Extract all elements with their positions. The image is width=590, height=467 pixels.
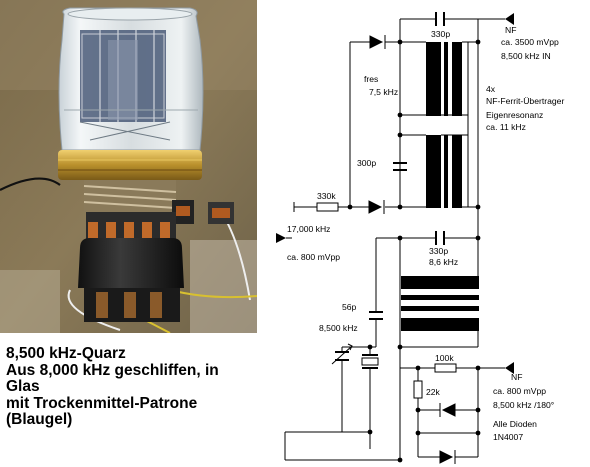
label-fres: fres (364, 74, 378, 84)
photo-caption: 8,500 kHz-Quarz Aus 8,000 kHz geschliffe… (6, 345, 256, 429)
lower-transformer (401, 276, 479, 331)
label-eigen: Eigenresonanz (486, 110, 543, 120)
caption-line-2: Aus 8,000 kHz geschliffen, in (6, 361, 219, 379)
label-transformer: NF-Ferrit-Übertrager (486, 96, 564, 106)
label-freq-out: 8,500 kHz /180° (493, 400, 554, 410)
label-res-22k: 22k (426, 387, 441, 397)
label-nf-top: NF (505, 25, 516, 35)
label-freq-86: 8,6 kHz (429, 257, 458, 267)
label-cap-top: 330p (431, 29, 450, 39)
label-amp-800-right: ca. 800 mVpp (493, 386, 546, 396)
caption-line-4: mit Trockenmittel-Patrone (6, 394, 198, 412)
label-amp-800-left: ca. 800 mVpp (287, 252, 340, 262)
quartz-crystal-symbol (361, 354, 379, 369)
label-res-330k: 330k (317, 191, 336, 201)
label-freq-17: 17,000 kHz (287, 224, 330, 234)
label-cap-mid: 330p (429, 246, 448, 256)
caption-line-3: Glas (6, 378, 40, 396)
label-amp-top: ca. 3500 mVpp (501, 37, 559, 47)
label-nf-bottom: NF (511, 372, 522, 382)
label-count: 4x (486, 84, 496, 94)
resistor-symbols (316, 202, 457, 399)
label-diode-type: 1N4007 (493, 432, 523, 442)
terminal-arrows (276, 13, 514, 374)
trimmer-capacitor-symbol (331, 343, 353, 365)
junction-dots (347, 39, 481, 463)
label-freq-8500: 8,500 kHz (319, 323, 358, 333)
diode-symbols (368, 35, 456, 464)
label-cap-300: 300p (357, 158, 376, 168)
upper-transformer (426, 41, 469, 208)
capacitor-symbols (369, 12, 445, 320)
quartz-in-jar-photo (0, 0, 257, 333)
label-fres-val: 7,5 kHz (369, 87, 398, 97)
caption-line-5: (Blaugel) (6, 411, 73, 429)
label-res-100k: 100k (435, 353, 454, 363)
label-eigen-val: ca. 11 kHz (486, 122, 526, 132)
label-freq-in: 8,500 kHz IN (501, 51, 551, 61)
label-cap-56: 56p (342, 302, 357, 312)
caption-line-1: 8,500 kHz-Quarz (6, 345, 126, 362)
label-diodes: Alle Dioden (493, 419, 537, 429)
